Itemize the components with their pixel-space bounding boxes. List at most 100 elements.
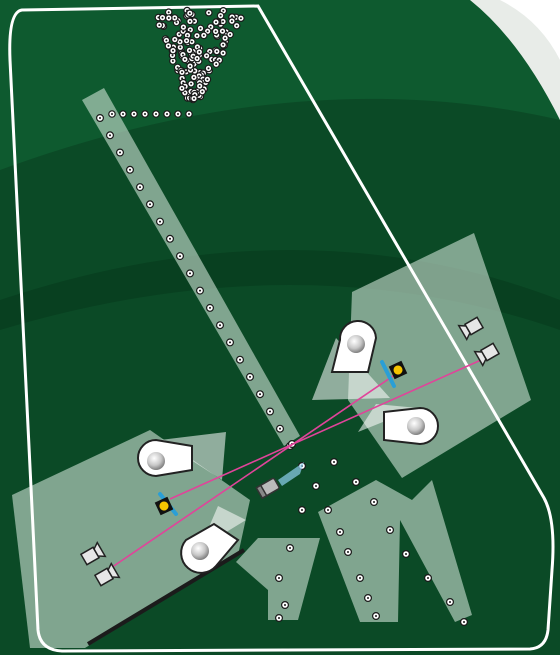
particle-core	[222, 30, 224, 32]
particle-core	[208, 67, 210, 69]
particle-core	[199, 290, 201, 292]
particle-core	[239, 359, 241, 361]
particle-core	[208, 12, 210, 14]
particle-core	[389, 529, 391, 531]
particle-core	[178, 33, 180, 35]
particle-core	[405, 553, 407, 555]
particle-core	[236, 25, 238, 27]
particle-core	[181, 87, 183, 89]
particle-core	[176, 22, 178, 24]
particle-core	[375, 615, 377, 617]
particle-core	[215, 30, 217, 32]
particle-core	[222, 44, 224, 46]
particle-core	[249, 376, 251, 378]
particle-core	[215, 21, 217, 23]
particle-core	[359, 577, 361, 579]
particle-core	[188, 113, 190, 115]
particle-core	[259, 393, 261, 395]
particle-core	[339, 531, 341, 533]
particle-core	[199, 85, 201, 87]
particle-core	[168, 11, 170, 13]
particle-core	[179, 41, 181, 43]
lamp-icon	[138, 440, 192, 476]
particle-core	[222, 21, 224, 23]
particle-core	[289, 547, 291, 549]
particle-core	[220, 15, 222, 17]
particle-core	[301, 509, 303, 511]
particle-core	[187, 34, 189, 36]
particle-core	[189, 272, 191, 274]
particle-core	[181, 71, 183, 73]
particle-core	[207, 30, 209, 32]
particle-core	[449, 601, 451, 603]
particle-core	[169, 238, 171, 240]
particle-core	[206, 55, 208, 57]
particle-core	[196, 58, 198, 60]
particle-core	[463, 621, 465, 623]
particle-core	[159, 221, 161, 223]
particle-core	[189, 29, 191, 31]
particle-core	[347, 551, 349, 553]
particle-core	[189, 65, 191, 67]
particle-core	[198, 51, 200, 53]
particle-core	[278, 577, 280, 579]
particle-core	[119, 151, 121, 153]
particle-core	[122, 113, 124, 115]
particle-core	[184, 92, 186, 94]
particle-core	[168, 17, 170, 19]
particle-core	[218, 59, 220, 61]
particle-core	[165, 39, 167, 41]
particle-core	[139, 186, 141, 188]
particle-core	[186, 40, 188, 42]
particle-core	[174, 17, 176, 19]
particle-core	[144, 113, 146, 115]
particle-core	[99, 117, 101, 119]
particle-core	[200, 27, 202, 29]
particle-core	[231, 20, 233, 22]
particle-core	[240, 17, 242, 19]
particle-core	[229, 341, 231, 343]
particle-core	[373, 501, 375, 503]
particle-core	[355, 481, 357, 483]
particle-core	[279, 428, 281, 430]
particle-core	[172, 60, 174, 62]
particle-core	[166, 113, 168, 115]
particle-core	[162, 17, 164, 19]
particle-core	[215, 63, 217, 65]
particle-core	[111, 113, 113, 115]
particle-core	[333, 461, 335, 463]
particle-core	[167, 45, 169, 47]
particle-core	[193, 98, 195, 100]
particle-core	[209, 307, 211, 309]
particle-core	[129, 169, 131, 171]
particle-core	[158, 24, 160, 26]
particle-core	[216, 50, 218, 52]
lamp-icon	[384, 408, 438, 444]
particle-core	[198, 75, 200, 77]
particle-core	[224, 37, 226, 39]
particle-core	[229, 34, 231, 36]
particle-core	[191, 41, 193, 43]
particle-core	[182, 54, 184, 56]
particle-core	[284, 604, 286, 606]
particle-core	[222, 52, 224, 54]
particle-core	[201, 91, 203, 93]
particle-core	[133, 113, 135, 115]
particle-core	[196, 46, 198, 48]
particle-core	[367, 597, 369, 599]
particle-core	[196, 35, 198, 37]
particle-core	[172, 54, 174, 56]
particle-core	[315, 485, 317, 487]
particle-core	[172, 50, 174, 52]
particle-core	[219, 324, 221, 326]
particle-core	[189, 49, 191, 51]
particle-core	[269, 410, 271, 412]
particle-core	[190, 83, 192, 85]
particle-core	[189, 12, 191, 14]
particle-core	[177, 113, 179, 115]
particle-core	[189, 20, 191, 22]
particle-core	[222, 10, 224, 12]
particle-core	[278, 617, 280, 619]
particle-core	[193, 76, 195, 78]
